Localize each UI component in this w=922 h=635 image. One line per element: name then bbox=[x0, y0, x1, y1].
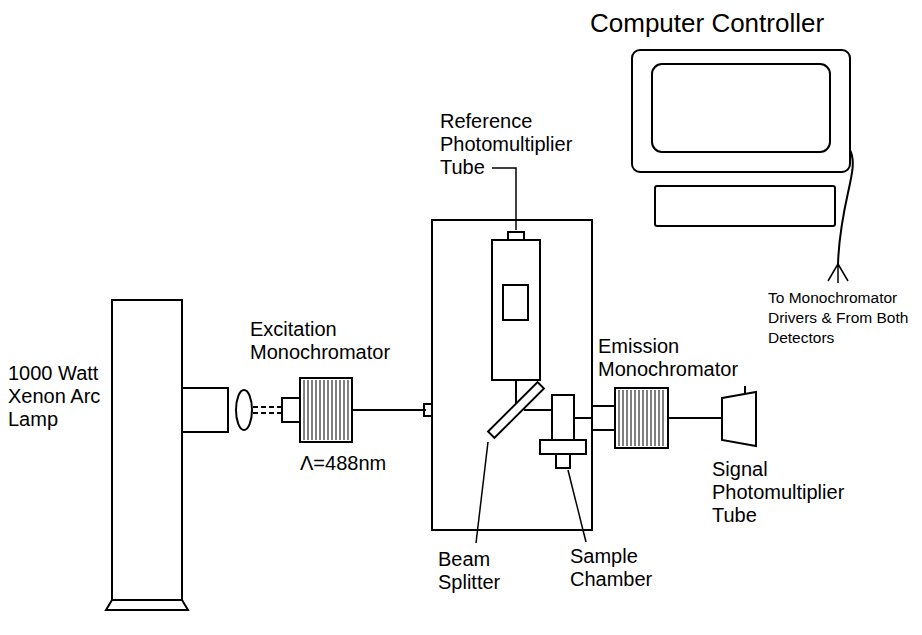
beam-splitter-label: Beam Splitter bbox=[438, 548, 508, 594]
lens bbox=[236, 390, 252, 430]
xenon-lamp-housing bbox=[112, 300, 182, 600]
lamp-base bbox=[106, 600, 188, 610]
mono-adapter bbox=[592, 406, 615, 430]
light-beam bbox=[352, 409, 426, 411]
pmt-cap bbox=[508, 232, 524, 240]
cable-fork bbox=[828, 264, 848, 283]
signal-pmt-label: Signal Photomultiplier Tube bbox=[712, 458, 862, 527]
emission-beam bbox=[668, 417, 722, 419]
light-beam bbox=[253, 412, 282, 414]
leader-line bbox=[492, 168, 516, 230]
reference-beam bbox=[515, 380, 517, 405]
lamp-label: 1000 Watt Xenon Arc Lamp bbox=[8, 362, 105, 431]
sample-stand bbox=[556, 454, 570, 468]
computer-cable bbox=[838, 150, 853, 264]
computer-label: Computer Controller bbox=[590, 8, 824, 38]
sample-chamber-label: Sample Chamber bbox=[570, 545, 658, 591]
light-beam bbox=[253, 406, 282, 408]
emission-beam bbox=[574, 417, 592, 419]
keyboard bbox=[655, 186, 835, 226]
entrance-port bbox=[424, 404, 432, 416]
monitor bbox=[632, 50, 850, 172]
excitation-monochromator bbox=[300, 378, 352, 442]
grating-hatch bbox=[619, 390, 663, 446]
emission-monochromator bbox=[615, 388, 668, 448]
cable-note: To Monochromator Drivers & From Both Det… bbox=[768, 288, 918, 348]
sample-enclosure bbox=[432, 220, 592, 530]
light-beam bbox=[524, 409, 552, 411]
monitor-screen bbox=[652, 64, 830, 152]
sample-holder bbox=[540, 440, 586, 454]
leader-line bbox=[568, 470, 586, 542]
mono-adapter bbox=[282, 398, 300, 422]
cuvette bbox=[552, 395, 574, 440]
lamp-output-port bbox=[182, 388, 228, 432]
pmt-pin bbox=[744, 386, 746, 394]
excitation-label: Excitation Monochromator bbox=[250, 318, 395, 364]
leader-line bbox=[476, 442, 488, 543]
emission-label: Emission Monochromator bbox=[598, 335, 748, 381]
grating-hatch bbox=[304, 380, 348, 440]
reference-pmt bbox=[492, 240, 540, 380]
reference-pmt-label: Reference Photomultiplier Tube bbox=[440, 110, 590, 179]
pmt-window bbox=[503, 285, 528, 320]
signal-pmt bbox=[722, 392, 756, 446]
wavelength-label: Λ=488nm bbox=[300, 452, 386, 475]
